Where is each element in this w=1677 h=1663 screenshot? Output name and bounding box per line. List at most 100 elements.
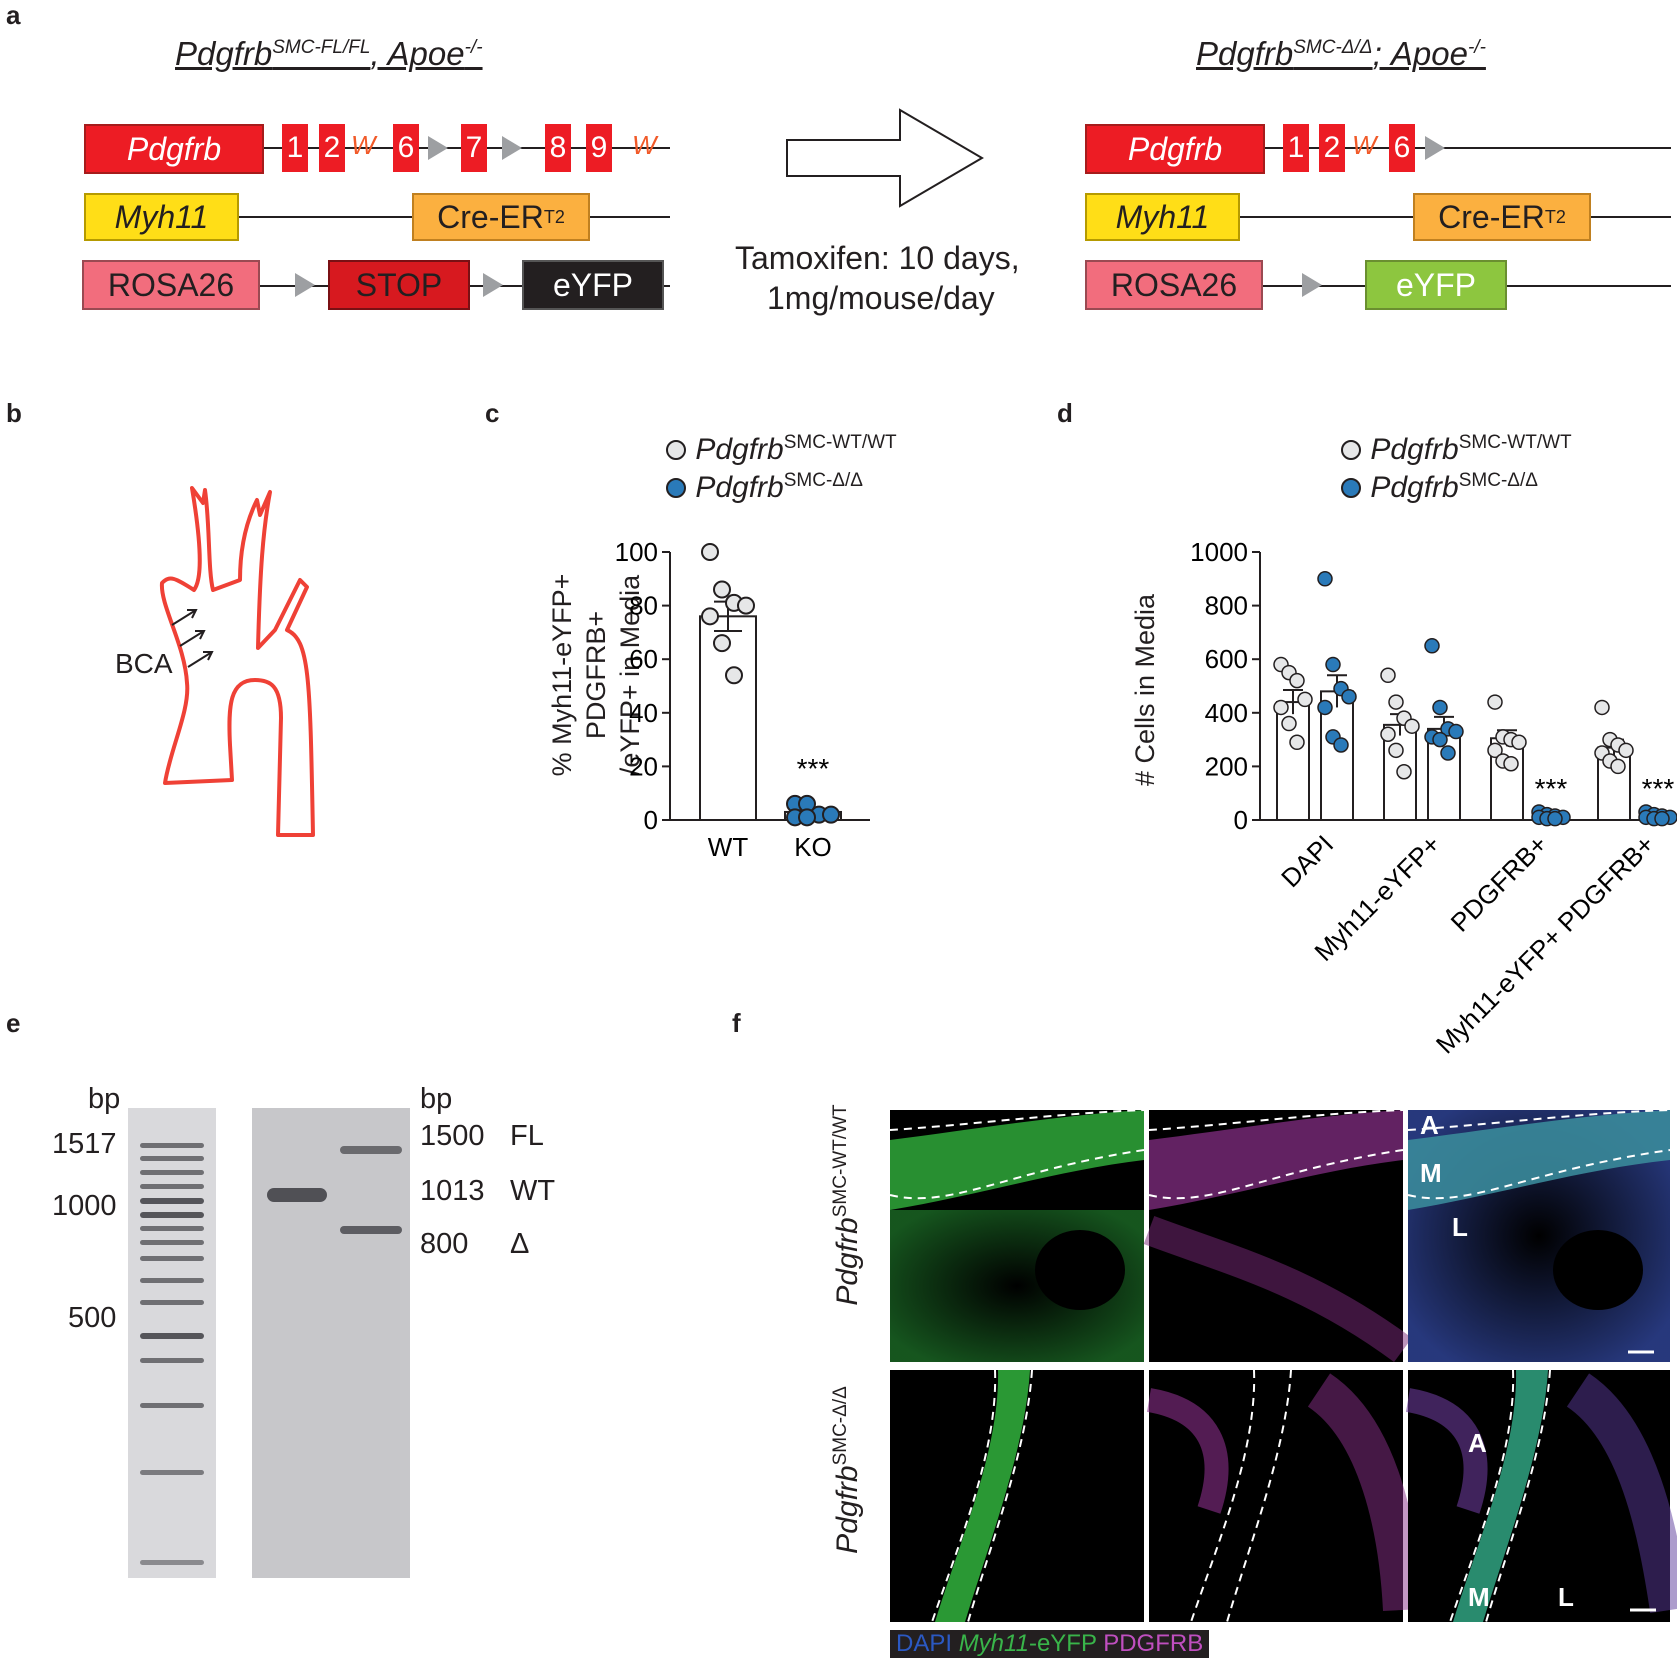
x-tick-label: KO <box>794 832 832 862</box>
myh11-gene-box: Myh11 <box>1085 193 1240 241</box>
image-ko-pdgfrb <box>1146 1369 1423 1623</box>
rosa26-box: ROSA26 <box>1085 260 1263 310</box>
aortic-arch-diagram <box>159 486 315 837</box>
exon-box: 7 <box>461 124 487 172</box>
data-point <box>1503 755 1519 772</box>
data-point <box>1547 810 1563 827</box>
data-point <box>1273 699 1289 716</box>
loxp-triangle-icon <box>502 136 522 160</box>
channel-legend: DAPI Myh11-eYFP PDGFRB <box>890 1630 1210 1658</box>
panel-letter-c: c <box>485 398 500 428</box>
stop-cassette-box: STOP <box>328 260 470 310</box>
data-point <box>1432 731 1448 748</box>
frt-squiggle-icon: W <box>351 130 376 160</box>
exon-box: 9 <box>586 124 612 172</box>
panel-letter-f: f <box>732 1008 741 1038</box>
layer-label-media: M <box>1420 1158 1442 1188</box>
panel-d-chart: 02004006008001000DAPIMyh11-eYFP+PDGFRB+M… <box>1190 537 1677 1059</box>
data-point <box>1424 638 1440 654</box>
data-point <box>1388 694 1404 710</box>
band-size-fl: 1500 <box>420 1120 485 1152</box>
data-point <box>1380 667 1396 684</box>
legend-d-ko: PdgfrbSMC-Δ/Δ <box>1340 470 1538 505</box>
data-point <box>1610 758 1626 775</box>
data-point <box>822 805 840 824</box>
exon-box: 8 <box>545 124 571 172</box>
x-tick-label: Myh11-eYFP+ PDGFRB+ <box>1430 829 1660 1059</box>
image-wt-pdgfrb <box>1143 1109 1412 1363</box>
data-point <box>1432 699 1448 716</box>
data-point <box>1487 742 1503 759</box>
layer-label-media: M <box>1468 1582 1490 1612</box>
data-point <box>701 543 719 561</box>
layer-label-adventitia: A <box>1468 1428 1487 1458</box>
data-point <box>1654 810 1670 827</box>
ladder-label: 1517 <box>52 1128 117 1160</box>
legend-d-wt: PdgfrbSMC-WT/WT <box>1340 432 1572 467</box>
gel-lanes <box>252 1108 410 1578</box>
y-tick-label: 100 <box>615 537 658 567</box>
row-label-ko: PdgfrbSMC-Δ/Δ <box>830 1386 864 1554</box>
image-ko-merge: A M L <box>1405 1369 1677 1623</box>
y-tick-label: 60 <box>629 644 658 674</box>
significance-label: *** <box>1535 773 1568 804</box>
x-tick-label: DAPI <box>1275 829 1339 893</box>
data-point <box>1511 734 1527 751</box>
genotype-title-left: PdgfrbSMC-FL/FL, Apoe-/- <box>175 35 483 72</box>
data-point <box>1325 656 1341 673</box>
frt-squiggle-icon: W <box>632 130 657 160</box>
pdgfrb-gene-box: Pdgfrb <box>84 124 264 174</box>
data-point <box>1618 742 1634 759</box>
band-size-wt: 1013 <box>420 1175 485 1207</box>
data-point <box>1594 699 1610 716</box>
band-name-delta: Δ <box>510 1228 530 1260</box>
x-tick-label: WT <box>708 832 749 862</box>
dna-ladder-lane <box>128 1108 216 1578</box>
rosa26-box: ROSA26 <box>82 260 260 310</box>
data-point <box>713 634 731 653</box>
data-point <box>1396 764 1412 780</box>
y-tick-label: 0 <box>644 805 658 835</box>
loxp-triangle-icon <box>428 136 448 160</box>
row-label-wt: PdgfrbSMC-WT/WT <box>830 1104 864 1306</box>
legend-c-wt: PdgfrbSMC-WT/WT <box>665 432 897 467</box>
bar <box>699 615 757 821</box>
data-point <box>1448 723 1464 740</box>
eyfp-on-box: eYFP <box>1365 260 1507 310</box>
image-wt-eyfp <box>889 1109 1145 1362</box>
data-point <box>701 607 719 626</box>
exon-box: 2 <box>319 124 345 172</box>
tamoxifen-line-2: 1mg/mouse/day <box>767 280 995 316</box>
tamoxifen-line-1: Tamoxifen: 10 days, <box>735 240 1020 276</box>
significance-label: *** <box>797 753 830 784</box>
y-tick-label: 200 <box>1205 751 1248 781</box>
y-tick-label: 800 <box>1205 591 1248 621</box>
ladder-label: 1000 <box>52 1190 117 1222</box>
data-point <box>1281 715 1297 732</box>
data-point <box>798 808 816 827</box>
panel-letter-a: a <box>6 0 21 30</box>
y-tick-label: 1000 <box>1190 537 1248 567</box>
bca-label: BCA <box>115 648 173 679</box>
data-point <box>1440 745 1456 761</box>
y-tick-label: 0 <box>1234 805 1248 835</box>
loxp-triangle-icon <box>483 273 503 297</box>
data-point <box>1388 742 1404 759</box>
y-tick-label: 600 <box>1205 644 1248 674</box>
exon-box: 2 <box>1319 124 1345 172</box>
data-point <box>1341 688 1357 705</box>
loxp-triangle-icon <box>1425 136 1445 160</box>
data-point <box>713 580 731 599</box>
y-tick-label: 20 <box>629 751 658 781</box>
data-point <box>1380 726 1396 742</box>
big-hollow-arrow-icon <box>786 108 984 208</box>
eyfp-off-box: eYFP <box>522 260 664 310</box>
exon-box: 6 <box>1389 124 1415 172</box>
bp-label-right: bp <box>420 1083 453 1115</box>
bp-label-left: bp <box>88 1083 121 1115</box>
exon-box: 1 <box>1283 124 1309 172</box>
layer-label-lumen: L <box>1558 1582 1574 1612</box>
